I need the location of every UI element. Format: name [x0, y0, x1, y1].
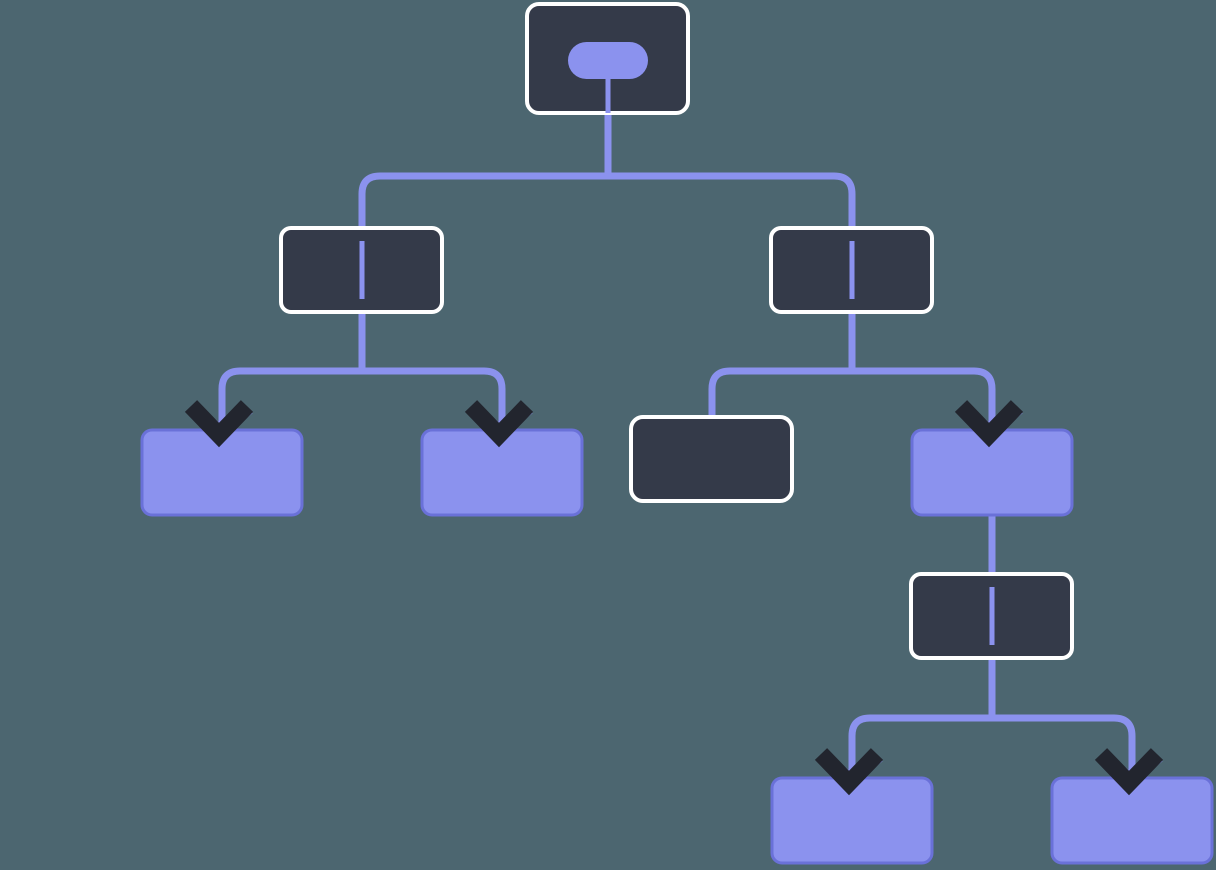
- branch-node-left[interactable]: [279, 226, 444, 314]
- edge-left-branch-to-leaf-1: [218, 367, 362, 432]
- arrowhead-accent-branch: [954, 400, 1024, 448]
- nodes-layer: [140, 2, 1214, 865]
- edge-root-to-left-branch: [358, 172, 608, 228]
- pill-shape: [568, 42, 648, 79]
- edge-right-branch-to-accent-branch: [852, 367, 996, 432]
- arrowhead-leaf-3-dark-chevron: [814, 748, 884, 796]
- arrowhead-leaf-2: [464, 400, 534, 448]
- edge-root-to-right-branch: [608, 172, 856, 228]
- edge-left-branch-to-leaf-2: [362, 367, 506, 432]
- arrowhead-leaf-1: [184, 400, 254, 448]
- empty-node-body[interactable]: [629, 415, 794, 503]
- arrowhead-accent-branch-dark-chevron: [954, 400, 1024, 448]
- arrowhead-leaf-4: [1094, 748, 1164, 796]
- empty-node[interactable]: [629, 415, 794, 503]
- arrowhead-leaf-1-dark-chevron: [184, 400, 254, 448]
- edge-lower-branch-to-leaf-4: [992, 714, 1136, 780]
- edges-layer: [218, 113, 1136, 780]
- arrowhead-leaf-2-dark-chevron: [464, 400, 534, 448]
- branch-node-lower-right[interactable]: [909, 572, 1074, 660]
- root-node[interactable]: [525, 2, 690, 115]
- arrowheads-layer: [184, 400, 1164, 796]
- arrowhead-leaf-3: [814, 748, 884, 796]
- branch-node-right[interactable]: [769, 226, 934, 314]
- arrowhead-leaf-4-dark-chevron: [1094, 748, 1164, 796]
- edge-right-branch-to-empty-node: [708, 367, 852, 417]
- edge-lower-branch-to-leaf-3: [848, 714, 992, 780]
